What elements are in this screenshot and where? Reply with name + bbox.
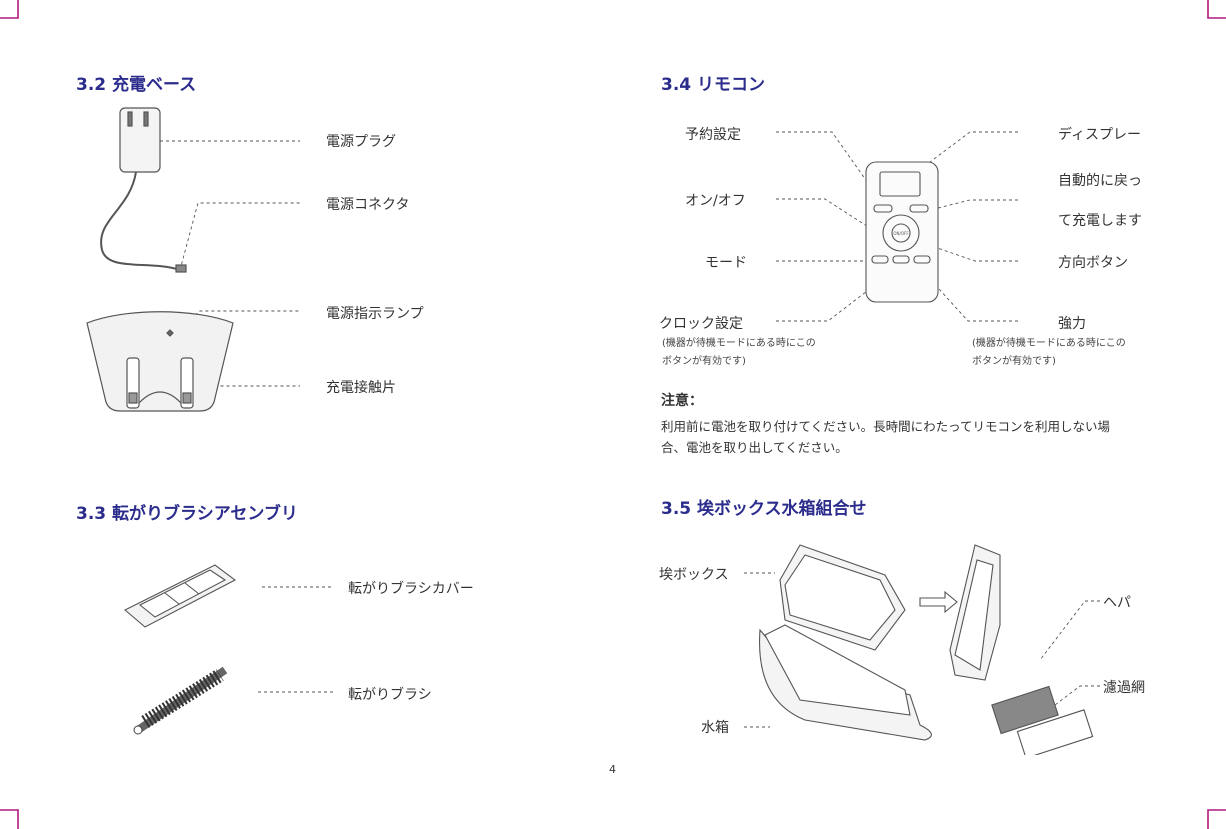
label-roller-brush: 転がりブラシ — [348, 684, 432, 704]
label-brush-cover: 転がりブラシカバー — [348, 578, 474, 598]
label-strong: 強力 — [1058, 313, 1086, 333]
label-schedule: 予約設定 — [685, 124, 741, 144]
label-water-tank: 水箱 — [701, 717, 729, 737]
section-3-4-title: 3.4 リモコン — [661, 70, 765, 95]
brush-cover-illustration — [115, 555, 245, 635]
label-return-line1: 自動的に戻っ — [1058, 170, 1142, 190]
note-left-line2: ボタンが有効です) — [662, 353, 746, 371]
remote-illustration: ON/OFF — [862, 160, 942, 305]
label-power-connector: 電源コネクタ — [326, 194, 409, 214]
remote-center-button-text: ON/OFF — [893, 231, 909, 236]
notice-line2: 合、電池を取り出してください。 — [661, 437, 1151, 459]
notice-line1: 利用前に電池を取り付けてください。長時間にわたってリモコンを利用しない場 — [661, 416, 1151, 438]
label-clock-setting: クロック設定 — [659, 313, 743, 333]
section-3-3-title: 3.3 転がりブラシアセンブリ — [76, 499, 298, 524]
notice-title: 注意： — [661, 390, 703, 410]
charger-plug-illustration — [90, 100, 220, 290]
section-3-5-title: 3.5 埃ボックス水箱組合せ — [661, 494, 867, 519]
label-power-plug: 電源プラグ — [326, 131, 396, 151]
page-number: 4 — [609, 763, 616, 776]
label-charging-contacts: 充電接触片 — [326, 377, 396, 397]
label-on-off: オン/オフ — [685, 190, 746, 210]
charging-base-illustration — [85, 303, 235, 418]
label-return-line2: て充電します — [1058, 210, 1142, 230]
dustbox-water-tank-illustration — [745, 540, 1165, 755]
label-hepa: ヘパ — [1103, 592, 1131, 612]
section-3-2-title: 3.2 充電ベース — [76, 70, 196, 95]
label-dust-box: 埃ボックス — [659, 564, 729, 584]
label-filter-net: 濾過網 — [1103, 677, 1145, 697]
label-direction-buttons: 方向ボタン — [1058, 252, 1128, 272]
label-mode: モード — [705, 252, 747, 272]
label-display: ディスプレー — [1058, 124, 1141, 144]
note-right-line1: (機器が待機モードにある時にこの — [972, 335, 1126, 353]
roller-brush-illustration — [130, 660, 240, 740]
label-power-lamp: 電源指示ランプ — [326, 303, 424, 323]
note-left-line1: (機器が待機モードにある時にこの — [662, 335, 816, 353]
note-right-line2: ボタンが有効です) — [972, 353, 1056, 371]
